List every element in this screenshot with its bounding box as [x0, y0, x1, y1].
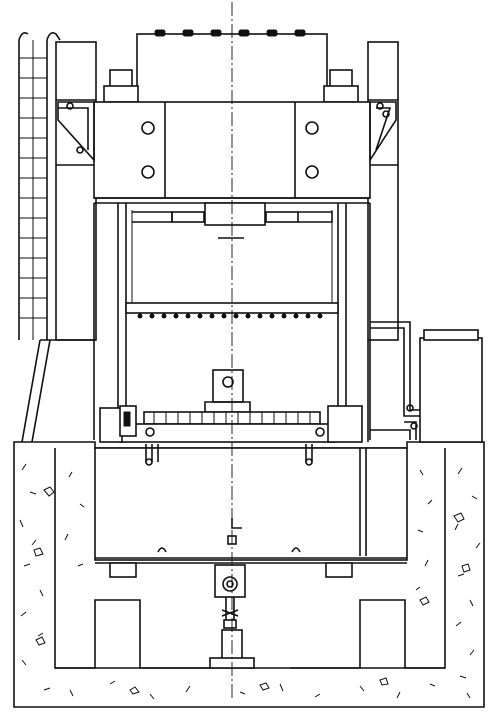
access-ladder — [18, 32, 61, 443]
guide-columns — [93, 203, 371, 440]
gravel-texture — [19, 463, 481, 700]
ram-slide — [125, 202, 339, 319]
left-side-frame — [40, 41, 97, 341]
top-tie-rod-nuts — [103, 69, 359, 103]
hydraulic-power-unit — [370, 321, 483, 443]
foundation — [13, 441, 485, 708]
gravel-stones — [33, 486, 471, 695]
die-table — [99, 369, 363, 443]
upper-crown — [57, 101, 397, 204]
slide-bolts — [137, 313, 323, 319]
lower-hydraulic-base — [94, 444, 408, 578]
